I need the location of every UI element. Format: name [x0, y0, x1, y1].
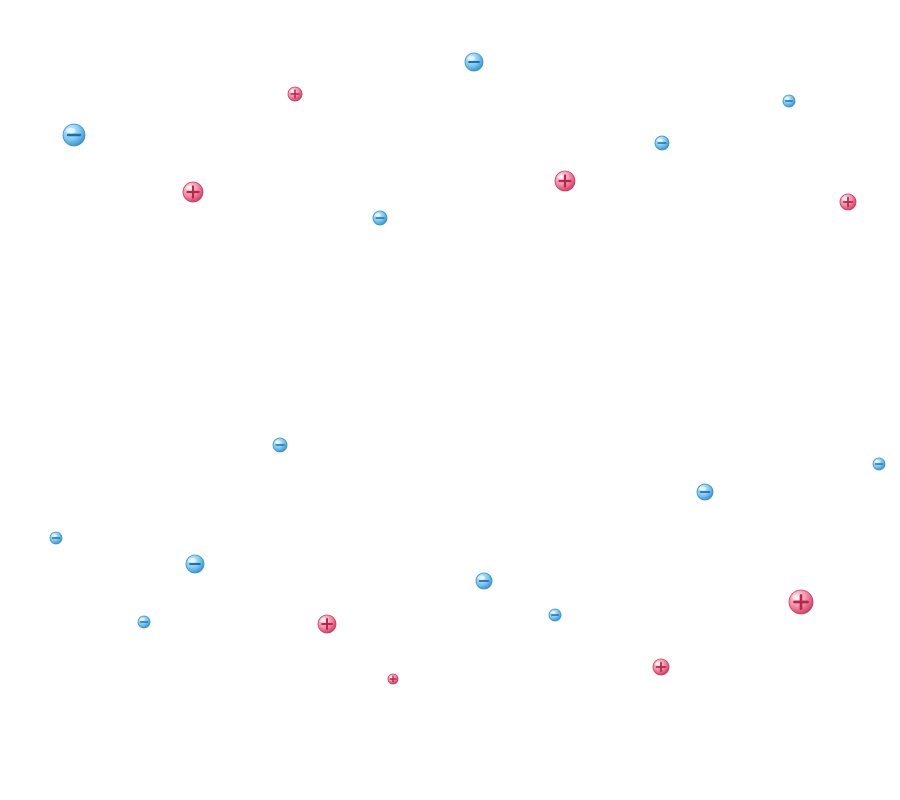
positive-charge — [554, 170, 576, 192]
positive-charge — [182, 181, 204, 203]
plus-icon — [793, 594, 809, 610]
highlight — [274, 440, 282, 444]
highlight — [467, 56, 476, 61]
highlight — [699, 486, 707, 491]
highlight — [874, 460, 880, 464]
negative-charge — [185, 554, 205, 574]
negative-charge — [464, 52, 484, 72]
negative-charge — [654, 135, 670, 151]
negative-charge — [782, 94, 796, 108]
plus-icon — [389, 675, 397, 683]
plus-icon — [558, 174, 572, 188]
positive-charge — [652, 658, 670, 676]
negative-charge — [548, 608, 562, 622]
highlight — [550, 611, 556, 615]
negative-charge — [372, 210, 388, 226]
plus-icon — [655, 661, 667, 673]
negative-charge — [272, 437, 288, 453]
highlight — [51, 534, 57, 538]
negative-charge — [137, 615, 151, 629]
highlight — [188, 558, 197, 563]
highlight — [65, 127, 76, 134]
plus-icon — [290, 89, 300, 99]
positive-charge — [287, 86, 303, 102]
highlight — [784, 97, 790, 101]
positive-charge — [839, 193, 857, 211]
highlight — [374, 213, 382, 217]
negative-charge — [62, 123, 86, 147]
positive-charge — [317, 614, 337, 634]
highlight — [139, 618, 145, 622]
highlight — [656, 138, 664, 142]
negative-charge — [696, 483, 714, 501]
plus-icon — [321, 618, 333, 630]
particle-layer — [49, 52, 886, 685]
negative-charge — [49, 531, 63, 545]
negative-charge — [872, 457, 886, 471]
plus-icon — [842, 196, 854, 208]
positive-charge — [387, 673, 399, 685]
highlight — [478, 575, 486, 580]
negative-charge — [475, 572, 493, 590]
plus-icon — [186, 185, 200, 199]
positive-charge — [788, 589, 814, 615]
